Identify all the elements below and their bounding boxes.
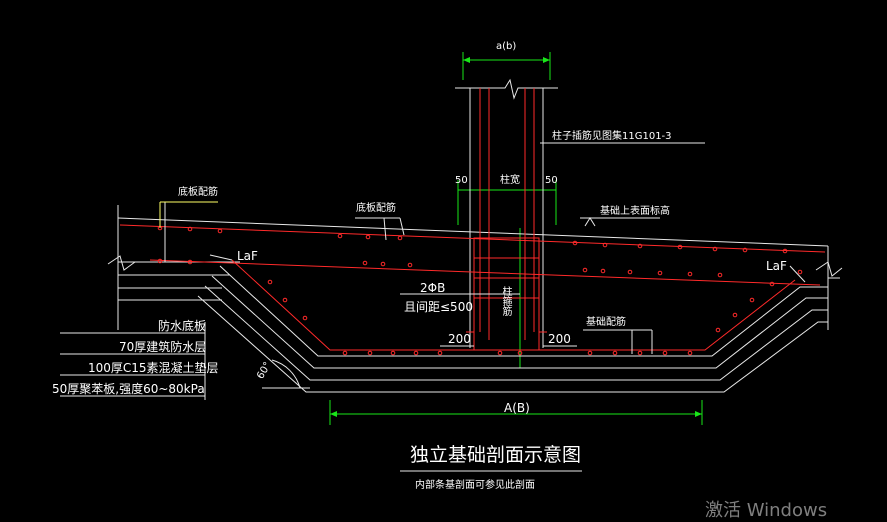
layer-2-label: 100厚C15素混凝土垫层 [88,361,219,375]
column-width-mid-label: 柱宽 [500,175,520,186]
laf-left-label: LaF [237,249,258,263]
laf-right-label: LaF [766,259,787,273]
dim-200-right-label: 200 [548,332,571,346]
drawing-subtitle: 内部条基剖面可参见此剖面 [415,480,535,491]
foundation-rebar-label: 基础配筋 [586,317,626,328]
stirrup-spacing-label: 且间距≤500 [404,300,473,314]
stirrup-spec-label: 2ΦB [420,281,446,295]
bottom-slab-rebar-left-label: 底板配筋 [178,187,218,198]
total-width-label: A(B) [504,401,530,415]
dim-200-left-label: 200 [448,332,471,346]
layer-3-label: 50厚聚苯板,强度60~80kPa [52,382,205,396]
foundation-outline [107,78,843,393]
column-width-label: a(b) [496,41,517,52]
layer-1-label: 70厚建筑防水层 [119,340,207,354]
column-stirrups-label: 柱箍筋 [500,286,511,316]
offset-right-label: 50 [545,175,558,186]
waterproof-base-label: 防水底板 [158,319,207,333]
top-surface-marker-label: 基础上表面标高 [600,206,670,217]
dimension-ticks [330,57,702,417]
rebar-dots [157,225,803,356]
leader-yellow [159,201,218,228]
bottom-slab-rebar-mid-label: 底板配筋 [356,203,396,214]
drawing-title: 独立基础剖面示意图 [410,444,582,466]
windows-activation-watermark: 激活 Windows [705,500,828,521]
rebar-lines [119,88,826,351]
offset-left-label: 50 [455,175,468,186]
column-rebar-note: 柱子插筋见图集11G101-3 [552,131,672,142]
leader-lines [60,142,806,472]
